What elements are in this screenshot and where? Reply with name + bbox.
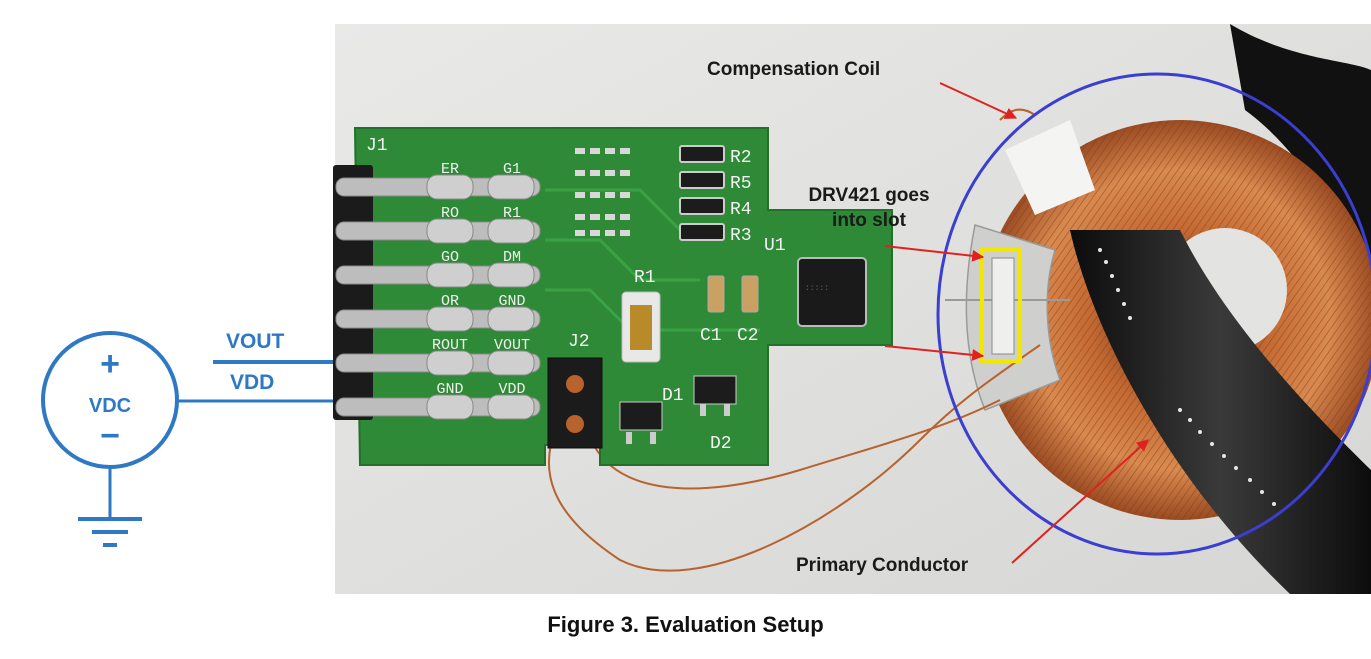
ground-icon [78, 517, 142, 547]
c1-label: C1 [700, 326, 722, 346]
vout-label: VOUT [226, 330, 285, 353]
pin-label-right: DM [503, 249, 521, 266]
d1-label: D1 [662, 386, 684, 406]
slot-label-line1: DRV421 goes [808, 185, 929, 206]
pin-label-left: GO [441, 249, 459, 266]
pin-label-left: RO [441, 205, 459, 222]
j1-solder-pad [426, 306, 474, 332]
coil-wire-1 [547, 344, 1041, 572]
tape-top [1005, 120, 1095, 215]
d1-diode [619, 401, 663, 444]
r2-label: R2 [730, 148, 752, 168]
unpopulated-pads [575, 148, 630, 236]
pin-label-right: G1 [503, 161, 521, 178]
pin-label-right: R1 [503, 205, 521, 222]
arrow-compensation-coil [939, 82, 1018, 119]
pin-label-left: ER [441, 161, 459, 178]
r1-label: R1 [634, 268, 656, 288]
r5-label: R5 [730, 174, 752, 194]
figure-caption: Figure 3. Evaluation Setup [547, 612, 824, 637]
j1-solder-pad [426, 394, 474, 420]
arrow-slot-top [884, 245, 985, 262]
u1-label: U1 [764, 236, 786, 256]
vdc-plus-sign: + [100, 345, 120, 383]
pin-label-right: VOUT [494, 337, 530, 354]
pin-label-right: GND [498, 293, 525, 310]
primary-conductor-label: Primary Conductor [796, 555, 969, 576]
j1-solder-pad [426, 350, 474, 376]
r4-label: R4 [730, 200, 752, 220]
slot-highlight [980, 248, 1022, 363]
resistor-array [679, 145, 725, 241]
u1-chip: ::::: [797, 257, 867, 327]
j1-label: J1 [366, 136, 388, 156]
r3-label: R3 [730, 226, 752, 246]
d2-diode [693, 375, 737, 416]
j1-solder-pad [426, 262, 474, 288]
svg-text::::::: ::::: [805, 284, 829, 293]
schematic [41, 331, 333, 547]
arrow-primary-conductor [1011, 439, 1149, 564]
cable-print [1098, 248, 1276, 506]
pin-label-left: ROUT [432, 337, 468, 354]
j2-label: J2 [568, 332, 590, 352]
j1-solder-pad [426, 174, 474, 200]
d2-label: D2 [710, 434, 732, 454]
pin-label-right: VDD [498, 381, 525, 398]
pin-label-left: GND [436, 381, 463, 398]
c1-capacitor [707, 275, 725, 313]
j1-solder-pad [487, 306, 535, 332]
arrow-slot-bottom [884, 345, 985, 361]
j1-solder-pad [426, 218, 474, 244]
j1-solder-pad [487, 394, 535, 420]
toroid-coil [945, 120, 1371, 594]
coil-wire-2 [584, 399, 1001, 490]
c2-label: C2 [737, 326, 759, 346]
j1-solder-pad [487, 350, 535, 376]
j1-solder-pad [487, 218, 535, 244]
vdc-minus-sign: − [100, 417, 120, 455]
coil-highlight-circle [936, 72, 1371, 556]
r1-resistor [621, 291, 661, 363]
j1-solder-pad [487, 262, 535, 288]
vdc-label: VDC [89, 395, 131, 417]
slot-label-line2: into slot [832, 210, 907, 231]
sensor-slot [991, 257, 1015, 355]
vdd-label: VDD [230, 371, 274, 394]
c2-capacitor [741, 275, 759, 313]
pin-label-left: OR [441, 293, 459, 310]
j2-header [547, 357, 603, 449]
primary-cable [1070, 230, 1371, 594]
compensation-coil-label: Compensation Coil [707, 59, 880, 80]
j1-solder-pad [487, 174, 535, 200]
